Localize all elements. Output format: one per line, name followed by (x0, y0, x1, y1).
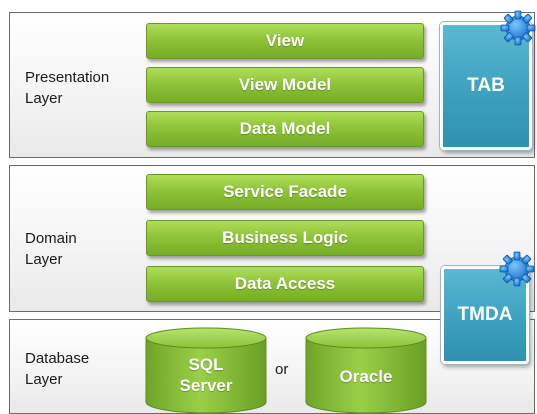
sql-server-label-line2: Server (179, 376, 233, 395)
sql-server-label-line1: SQL (188, 355, 224, 374)
view-model-bar: View Model (146, 67, 424, 103)
tmda-box-label: TMDA (457, 304, 513, 325)
oracle-label: Oracle (339, 367, 393, 386)
or-connector-label: or (275, 361, 289, 378)
presentation-layer-label-line2: Layer (25, 90, 63, 107)
database-layer-label-line2: Layer (25, 371, 63, 388)
domain-layer-label-line1: Domain (25, 230, 77, 247)
view-bar: View (146, 23, 424, 59)
domain-layer-label-line2: Layer (25, 251, 63, 268)
gear-icon (499, 251, 535, 287)
service-facade-bar: Service Facade (146, 174, 424, 210)
data-access-bar: Data Access (146, 266, 424, 302)
sql-server-cylinder-icon (145, 327, 267, 414)
tab-box-label: TAB (467, 75, 505, 96)
presentation-layer-label-line1: Presentation (25, 69, 110, 86)
database-layer-label: Database Layer (25, 348, 89, 390)
database-layer-label-line1: Database (25, 350, 90, 367)
presentation-layer-label: Presentation Layer (25, 67, 109, 109)
data-model-bar: Data Model (146, 111, 424, 147)
domain-layer-label: Domain Layer (25, 228, 77, 270)
business-logic-bar: Business Logic (146, 220, 424, 256)
oracle-cylinder-icon (305, 327, 427, 414)
sql-server-label: SQL Server (144, 354, 268, 396)
gear-icon (500, 10, 536, 46)
